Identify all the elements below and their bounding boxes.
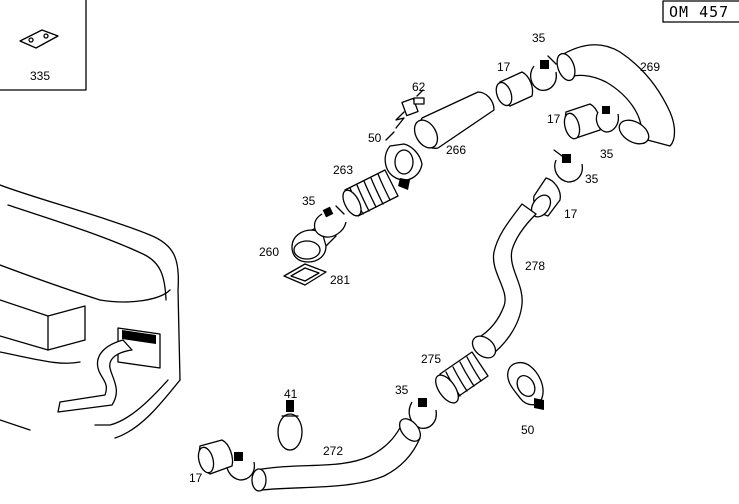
callout-50-upper: 50	[368, 131, 382, 145]
engine-ident-box: OM 457	[662, 0, 739, 23]
callout-260: 260	[259, 245, 279, 259]
hose-266	[413, 91, 495, 149]
gasket-281	[283, 263, 327, 286]
clamp-35-left	[313, 205, 347, 238]
clamp-35-low	[408, 398, 437, 429]
callout-labels: 17 35 269 17 35 62 50 266 263 35 17 35 2…	[189, 31, 660, 485]
inset-label: 335	[30, 69, 50, 83]
bellows-275	[435, 351, 489, 404]
sleeve-17-bottom	[197, 439, 234, 475]
clamp-35-mid	[595, 106, 620, 133]
clamp-35-right	[553, 149, 584, 183]
callout-35-left: 35	[302, 194, 316, 208]
hose-272	[251, 418, 422, 492]
hose-278	[471, 203, 537, 359]
callout-275: 275	[421, 352, 441, 366]
callout-266: 266	[446, 143, 466, 157]
callout-17-bottom: 17	[189, 471, 203, 485]
callout-17-mid: 17	[547, 112, 561, 126]
callout-278: 278	[525, 259, 545, 273]
callout-62: 62	[412, 80, 426, 94]
engine-block	[0, 184, 181, 439]
sleeve-17-top	[495, 71, 534, 107]
callout-269: 269	[640, 60, 660, 74]
callout-35-low: 35	[395, 383, 409, 397]
engine-ident: OM 457	[669, 3, 729, 21]
callout-35-top: 35	[532, 31, 546, 45]
callout-272: 272	[323, 444, 343, 458]
inset-box-335: 335	[0, 0, 87, 91]
hose-269	[556, 44, 676, 147]
callout-50-lower: 50	[521, 423, 535, 437]
bellows-263	[342, 169, 399, 217]
valve-62	[395, 89, 425, 129]
plate-335-icon	[19, 29, 59, 49]
callout-35-mid: 35	[600, 147, 614, 161]
sleeve-17-right	[530, 177, 561, 218]
callout-35-right: 35	[585, 172, 599, 186]
clamp-35-top	[529, 55, 557, 91]
clamp-50-lower	[507, 361, 544, 410]
callout-41: 41	[284, 387, 298, 401]
callout-263: 263	[333, 163, 353, 177]
sleeve-17-mid	[563, 103, 602, 140]
callout-17-top: 17	[497, 60, 511, 74]
elbow-260	[291, 221, 337, 263]
callout-281: 281	[330, 273, 350, 287]
clamp-41	[277, 400, 303, 451]
callout-17-right: 17	[564, 207, 578, 221]
clamp-50-upper	[384, 131, 423, 190]
